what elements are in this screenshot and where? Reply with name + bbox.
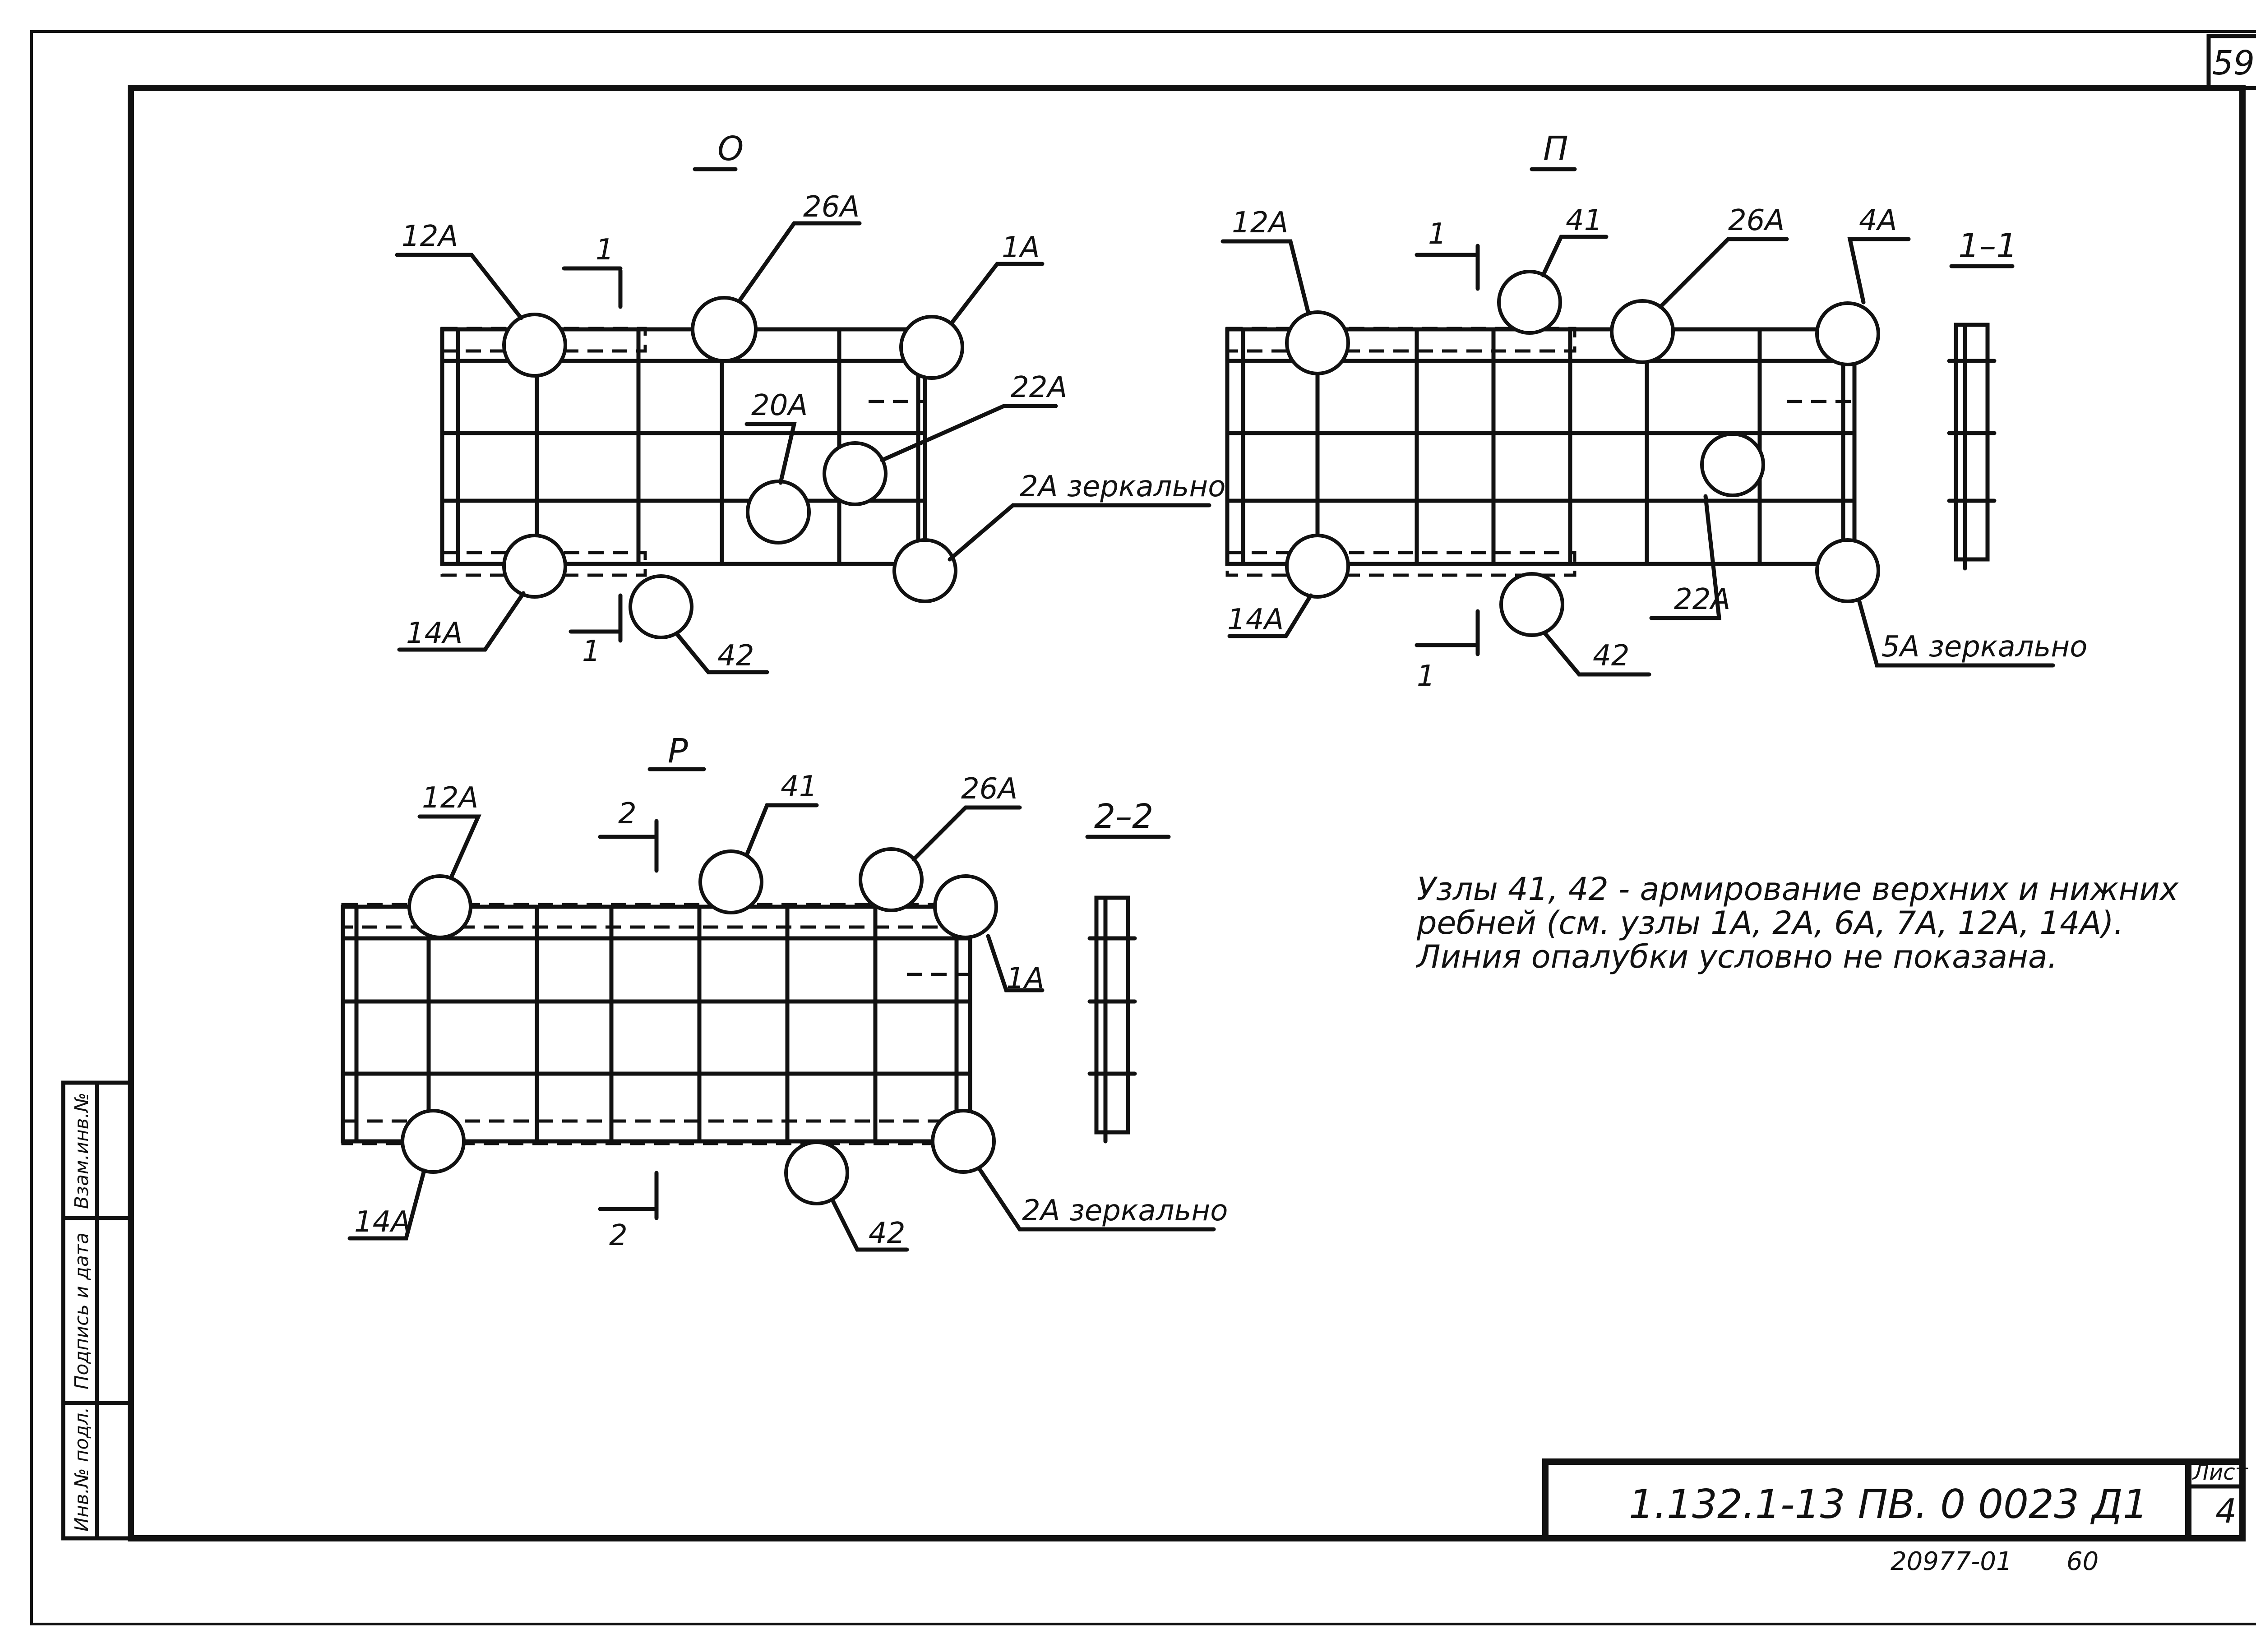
view-o-section-mark-bottom: 1 — [582, 635, 601, 668]
title-block-code: 1.132.1-13 ПВ. 0 0023 Д1 — [1629, 1481, 2148, 1527]
view-o-label-22a: 22А — [1011, 371, 1067, 404]
side-stamp-signature-date: Подпись и дата — [70, 1232, 92, 1389]
view-r-label-2a-mirror: 2А зеркально — [1022, 1194, 1228, 1227]
section-1-1-title: 1–1 — [1958, 226, 2017, 265]
sheet-number: 59 — [2212, 44, 2255, 83]
view-r-label-14a: 14А — [354, 1205, 411, 1239]
view-p-section-mark-top: 1 — [1428, 217, 1447, 251]
note-block: Узлы 41, 42 - армирование верхних и нижн… — [1415, 871, 2179, 975]
view-p-label-22a: 22А — [1674, 583, 1730, 616]
view-o: О 1 1 — [395, 129, 1225, 674]
side-stamp-inv-podl: Инв.№ подл. — [70, 1407, 92, 1532]
view-o-title: О — [717, 129, 744, 168]
title-block-list-number: 4 — [2215, 1492, 2237, 1531]
view-o-label-20a: 20А — [751, 389, 808, 422]
view-o-label-26a: 26А — [803, 190, 860, 224]
side-stamp: Инв.№ подл. Подпись и дата Взам.инв.№ — [61, 1080, 133, 1541]
inner-frame — [128, 85, 2246, 1541]
view-o-label-2a-mirror: 2А зеркально — [1020, 470, 1225, 503]
view-p-label-5a-mirror: 5А зеркально — [1882, 630, 2087, 664]
view-r-title: Р — [668, 732, 688, 771]
footer-order: 20977-01 — [1891, 1547, 2012, 1576]
view-o-label-14a: 14А — [406, 617, 462, 650]
section-2-2-title: 2–2 — [1094, 797, 1153, 836]
view-p: П 1 1 — [1220, 129, 2087, 693]
view-o-label-1a: 1А — [1002, 231, 1040, 264]
view-o-label-12a: 12А — [402, 220, 458, 253]
view-r: Р 2 2 12А — [341, 732, 1228, 1252]
view-r-label-42: 42 — [869, 1217, 905, 1250]
view-p-section-mark-bottom: 1 — [1417, 660, 1435, 693]
side-stamp-vzam-inv: Взам.инв.№ — [70, 1093, 92, 1209]
view-r-label-1a: 1А — [1006, 962, 1045, 995]
outer-frame — [30, 30, 2256, 1625]
view-r-section-mark-top: 2 — [618, 797, 637, 831]
view-p-label-14a: 14А — [1227, 603, 1284, 637]
view-p-title: П — [1543, 129, 1568, 168]
sheet-number-box — [2206, 34, 2256, 90]
view-r-label-26a: 26А — [961, 772, 1017, 806]
note-line-1: Узлы 41, 42 - армирование верхних и нижн… — [1417, 871, 2179, 908]
view-p-label-42: 42 — [1593, 639, 1629, 673]
footer-page: 60 — [2066, 1547, 2099, 1576]
view-o-label-42: 42 — [717, 639, 754, 673]
view-p-label-12a: 12А — [1232, 206, 1288, 240]
note-line-2: ребней (см. узлы 1А, 2А, 6А, 7А, 12А, 14… — [1416, 904, 2124, 941]
view-p-label-26a: 26А — [1728, 204, 1784, 237]
view-r-section-mark-bottom: 2 — [609, 1219, 628, 1252]
view-r-label-41: 41 — [781, 770, 817, 803]
note-line-3: Линия опалубки условно не показана. — [1415, 938, 2057, 975]
view-p-label-4a: 4А — [1859, 204, 1897, 237]
title-block: 1.132.1-13 ПВ. 0 0023 Д1 Лист 4 — [1542, 1458, 2249, 1541]
view-o-section-mark-top: 1 — [596, 233, 614, 267]
view-p-label-41: 41 — [1566, 204, 1602, 237]
title-block-list-label: Лист — [2192, 1460, 2249, 1485]
view-r-label-12a: 12А — [422, 781, 478, 815]
